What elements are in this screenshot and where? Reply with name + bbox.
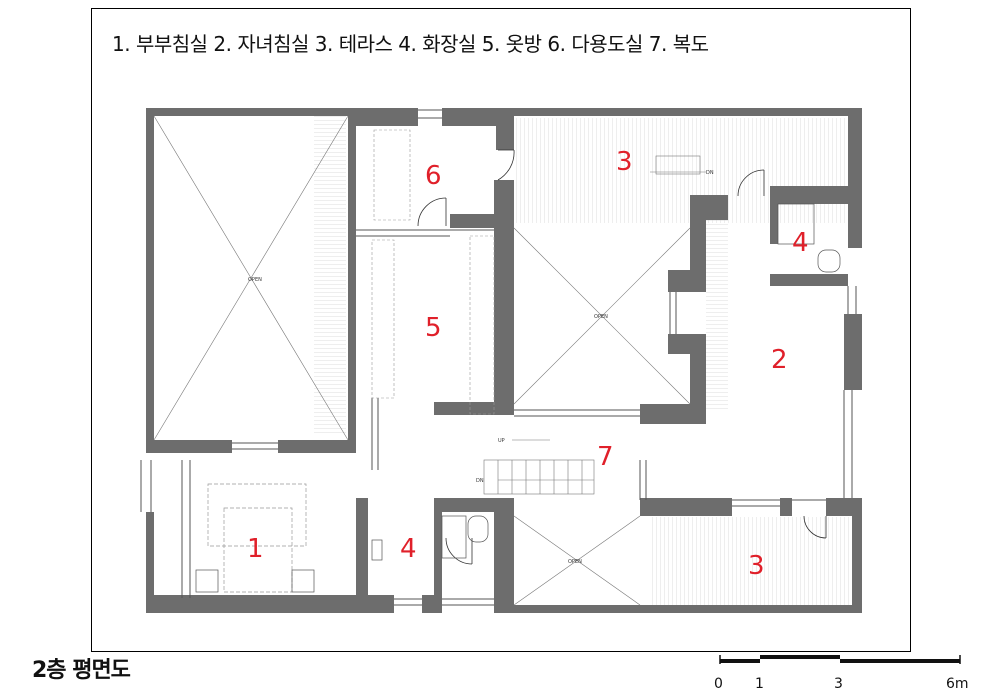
stairs <box>483 155 706 495</box>
void-label-left: OPEN <box>248 277 262 283</box>
doors <box>417 149 827 565</box>
room-number-dressing-room: 5 <box>425 313 442 343</box>
wall-bath-left <box>770 186 778 244</box>
wall-top-utility <box>356 108 418 126</box>
scale-tick-6m: 6m <box>946 676 969 692</box>
wall-left-top <box>146 108 356 116</box>
scale-tick-3: 3 <box>834 676 843 692</box>
room-number-utility-room: 6 <box>425 161 442 191</box>
room-number-bathroom-left: 4 <box>400 534 417 564</box>
stair-down-label-top: DN <box>706 170 714 176</box>
wall-left-side <box>146 108 154 453</box>
stair-up-label: UP <box>498 438 505 444</box>
terrace-top-deck <box>515 118 848 223</box>
walls <box>146 108 862 613</box>
room-number-terrace-bottom: 3 <box>748 551 765 581</box>
room-number-child-bedroom: 2 <box>771 345 788 375</box>
wall-top-right <box>514 108 862 116</box>
wall-left-inner-right <box>348 108 356 453</box>
thin-lines <box>140 109 857 606</box>
wall-center-bottom-right <box>640 404 706 424</box>
wall-bath-right-lower <box>848 204 862 248</box>
room-number-master-bedroom: 1 <box>247 534 264 564</box>
wall-bath-left-side <box>434 498 442 613</box>
stair-down-label: DN <box>476 478 484 484</box>
wall-left-bottom-a <box>146 440 232 453</box>
plan-title: 2층 평면도 <box>32 658 131 683</box>
void-label-bottom: OPEN <box>568 559 582 565</box>
closet-shelves <box>371 129 495 415</box>
wall-bottom-mid <box>640 498 732 516</box>
wall-top-mid <box>442 108 514 126</box>
wall-master-bottom <box>146 595 394 613</box>
wall-master-left <box>146 512 154 613</box>
wall-utility-right <box>496 126 514 150</box>
wall-void-center-bottom <box>434 402 514 415</box>
wall-void-center-left <box>494 180 514 415</box>
wall-bath-bottom <box>770 274 848 286</box>
terrace-bottom-deck <box>652 517 852 607</box>
wall-bath-left-bottom <box>422 595 442 613</box>
fixtures <box>195 203 841 593</box>
void-label-center: OPEN <box>594 314 608 320</box>
wall-right-lower <box>852 498 862 613</box>
wall-bottom-stub <box>780 498 792 516</box>
room-number-corridor: 7 <box>597 442 614 472</box>
room-number-terrace-top: 3 <box>616 147 633 177</box>
left-balcony-deck <box>314 116 346 436</box>
wall-center-jag-b <box>668 270 706 292</box>
scale-tick-0: 0 <box>714 676 723 692</box>
scale-tick-1: 1 <box>755 676 764 692</box>
drawing-frame <box>91 8 911 652</box>
right-stair-strip <box>706 220 728 410</box>
wall-bath-top <box>770 186 862 204</box>
wall-master-right <box>356 498 368 613</box>
room-number-bathroom-right: 4 <box>792 228 809 258</box>
bed <box>207 483 307 593</box>
wall-center-jag-d <box>690 334 706 424</box>
wall-bottom-long <box>494 605 862 613</box>
wall-bottom-void-top <box>434 498 514 512</box>
wall-center-jag-a <box>690 195 706 290</box>
wall-right-column <box>844 314 862 390</box>
wall-bottom-void-left <box>494 498 514 613</box>
scale-bar: 0 1 3 6m <box>714 655 969 692</box>
void-cross-lines <box>153 115 691 606</box>
room-legend: 1. 부부침실 2. 자녀침실 3. 테라스 4. 화장실 5. 옷방 6. 다… <box>112 32 709 56</box>
wall-left-bottom-b <box>278 440 356 453</box>
